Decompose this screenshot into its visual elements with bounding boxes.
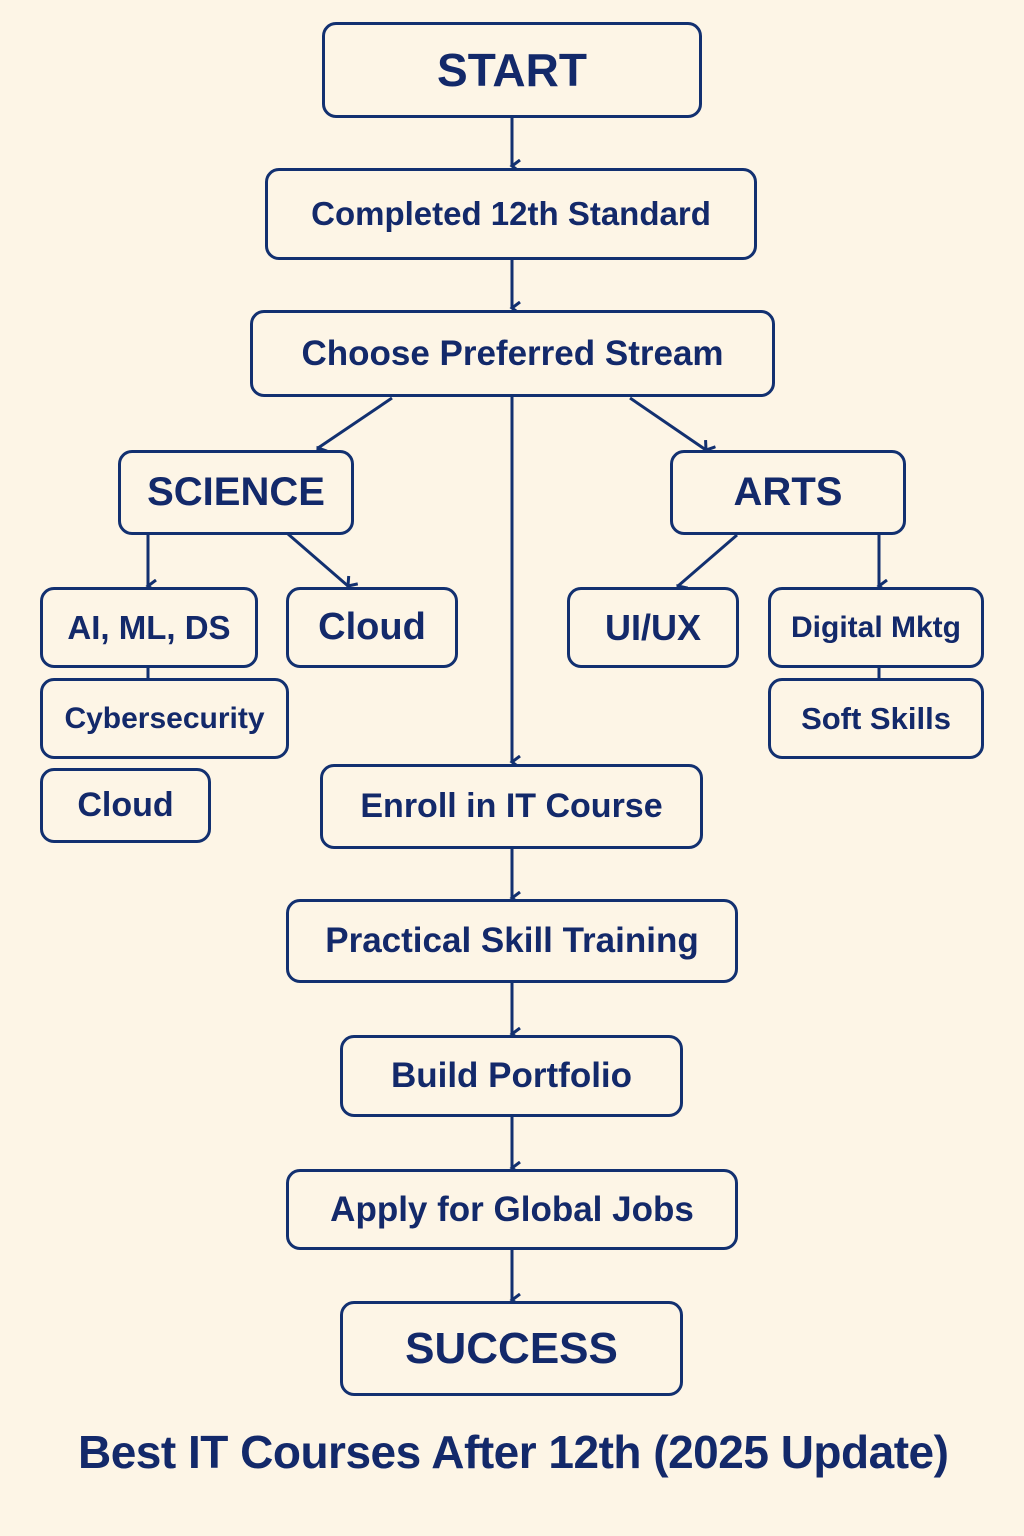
digital-mktg-node: Digital Mktg xyxy=(768,587,984,668)
soft-skills-node: Soft Skills xyxy=(768,678,984,759)
completed-12th-node: Completed 12th Standard xyxy=(265,168,757,260)
ai-ml-ds-node: AI, ML, DS xyxy=(40,587,258,668)
cybersecurity-node: Cybersecurity xyxy=(40,678,289,759)
cloud-node-2: Cloud xyxy=(40,768,211,843)
science-node: SCIENCE xyxy=(118,450,354,535)
build-portfolio-node: Build Portfolio xyxy=(340,1035,683,1117)
cloud-node: Cloud xyxy=(286,587,458,668)
diagram-title: Best IT Courses After 12th (2025 Update) xyxy=(78,1426,949,1478)
practical-training-node: Practical Skill Training xyxy=(286,899,738,983)
enroll-node: Enroll in IT Course xyxy=(320,764,703,849)
arts-node: ARTS xyxy=(670,450,906,535)
ui-ux-node: UI/UX xyxy=(567,587,739,668)
choose-stream-node: Choose Preferred Stream xyxy=(250,310,775,397)
success-node: SUCCESS xyxy=(340,1301,683,1396)
start-node: START xyxy=(322,22,702,118)
apply-jobs-node: Apply for Global Jobs xyxy=(286,1169,738,1250)
